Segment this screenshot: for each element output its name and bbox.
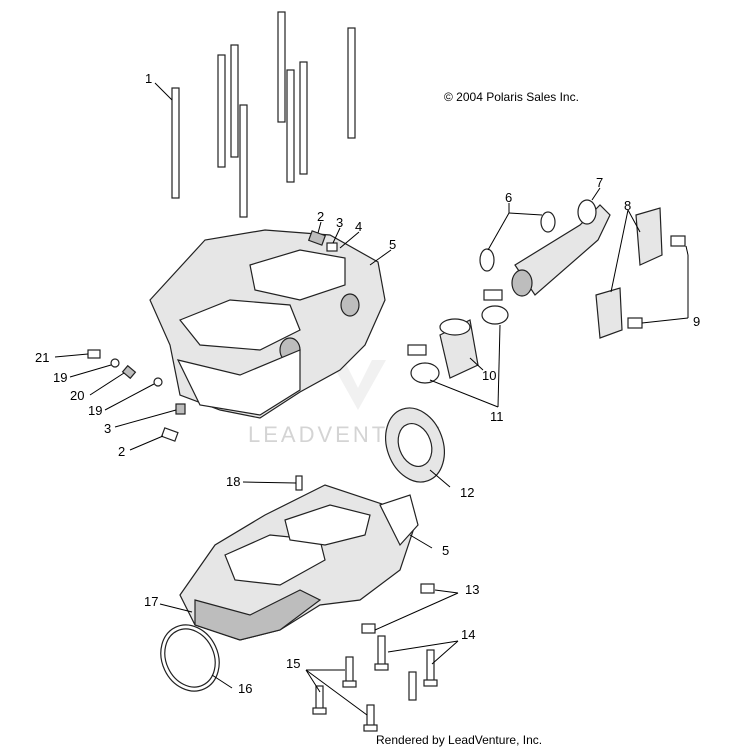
callout-16: 16: [238, 681, 252, 696]
callout-17: 17: [144, 594, 158, 609]
callout-3-upper: 3: [336, 215, 343, 230]
watermark-logo: [330, 360, 386, 410]
callout-11: 11: [490, 409, 504, 424]
brackets-8: [595, 207, 663, 339]
bolts-14: [374, 635, 438, 701]
callout-9: 9: [693, 314, 700, 329]
footer-credit: Rendered by LeadVenture, Inc.: [376, 733, 542, 747]
callout-6: 6: [505, 190, 512, 205]
callout-5-upper: 5: [389, 237, 396, 252]
upper-crankcase: [149, 229, 386, 419]
oring-6: [479, 211, 556, 272]
pin-18: [295, 475, 303, 491]
callout-12: 12: [460, 485, 474, 500]
callout-3-lower: 3: [104, 421, 111, 436]
bolts-13: [361, 583, 435, 634]
left-fittings: [87, 349, 186, 442]
callout-2-lower: 2: [118, 444, 125, 459]
water-elbow-7: [511, 199, 611, 297]
copyright-text: © 2004 Polaris Sales Inc.: [444, 90, 579, 104]
hose-10: [439, 318, 479, 379]
seal-12: [385, 407, 445, 483]
callout-19-second: 19: [88, 403, 102, 418]
bolts-15: [312, 656, 378, 732]
upper-dowels: [307, 230, 338, 252]
callout-19-first: 19: [53, 370, 67, 385]
callout-8: 8: [624, 198, 631, 213]
oring-16: [160, 624, 220, 692]
cylinder-studs: [171, 11, 356, 218]
lower-crankcase: [179, 484, 419, 641]
callout-10: 10: [482, 368, 496, 383]
callout-labels: 1 2 3 4 5 6 7 8 9 10 11 12 13 14 15 16 1…: [35, 71, 700, 696]
callout-1: 1: [145, 71, 152, 86]
clamps-11: [407, 289, 509, 384]
callout-5-lower: 5: [442, 543, 449, 558]
callout-14: 14: [461, 627, 475, 642]
callout-20: 20: [70, 388, 84, 403]
callout-2-upper: 2: [317, 209, 324, 224]
leader-lines: [54, 82, 689, 716]
callout-15: 15: [286, 656, 300, 671]
callout-7: 7: [596, 175, 603, 190]
callout-21: 21: [35, 350, 49, 365]
callout-4: 4: [355, 219, 362, 234]
callout-13: 13: [465, 582, 479, 597]
callout-18: 18: [226, 474, 240, 489]
